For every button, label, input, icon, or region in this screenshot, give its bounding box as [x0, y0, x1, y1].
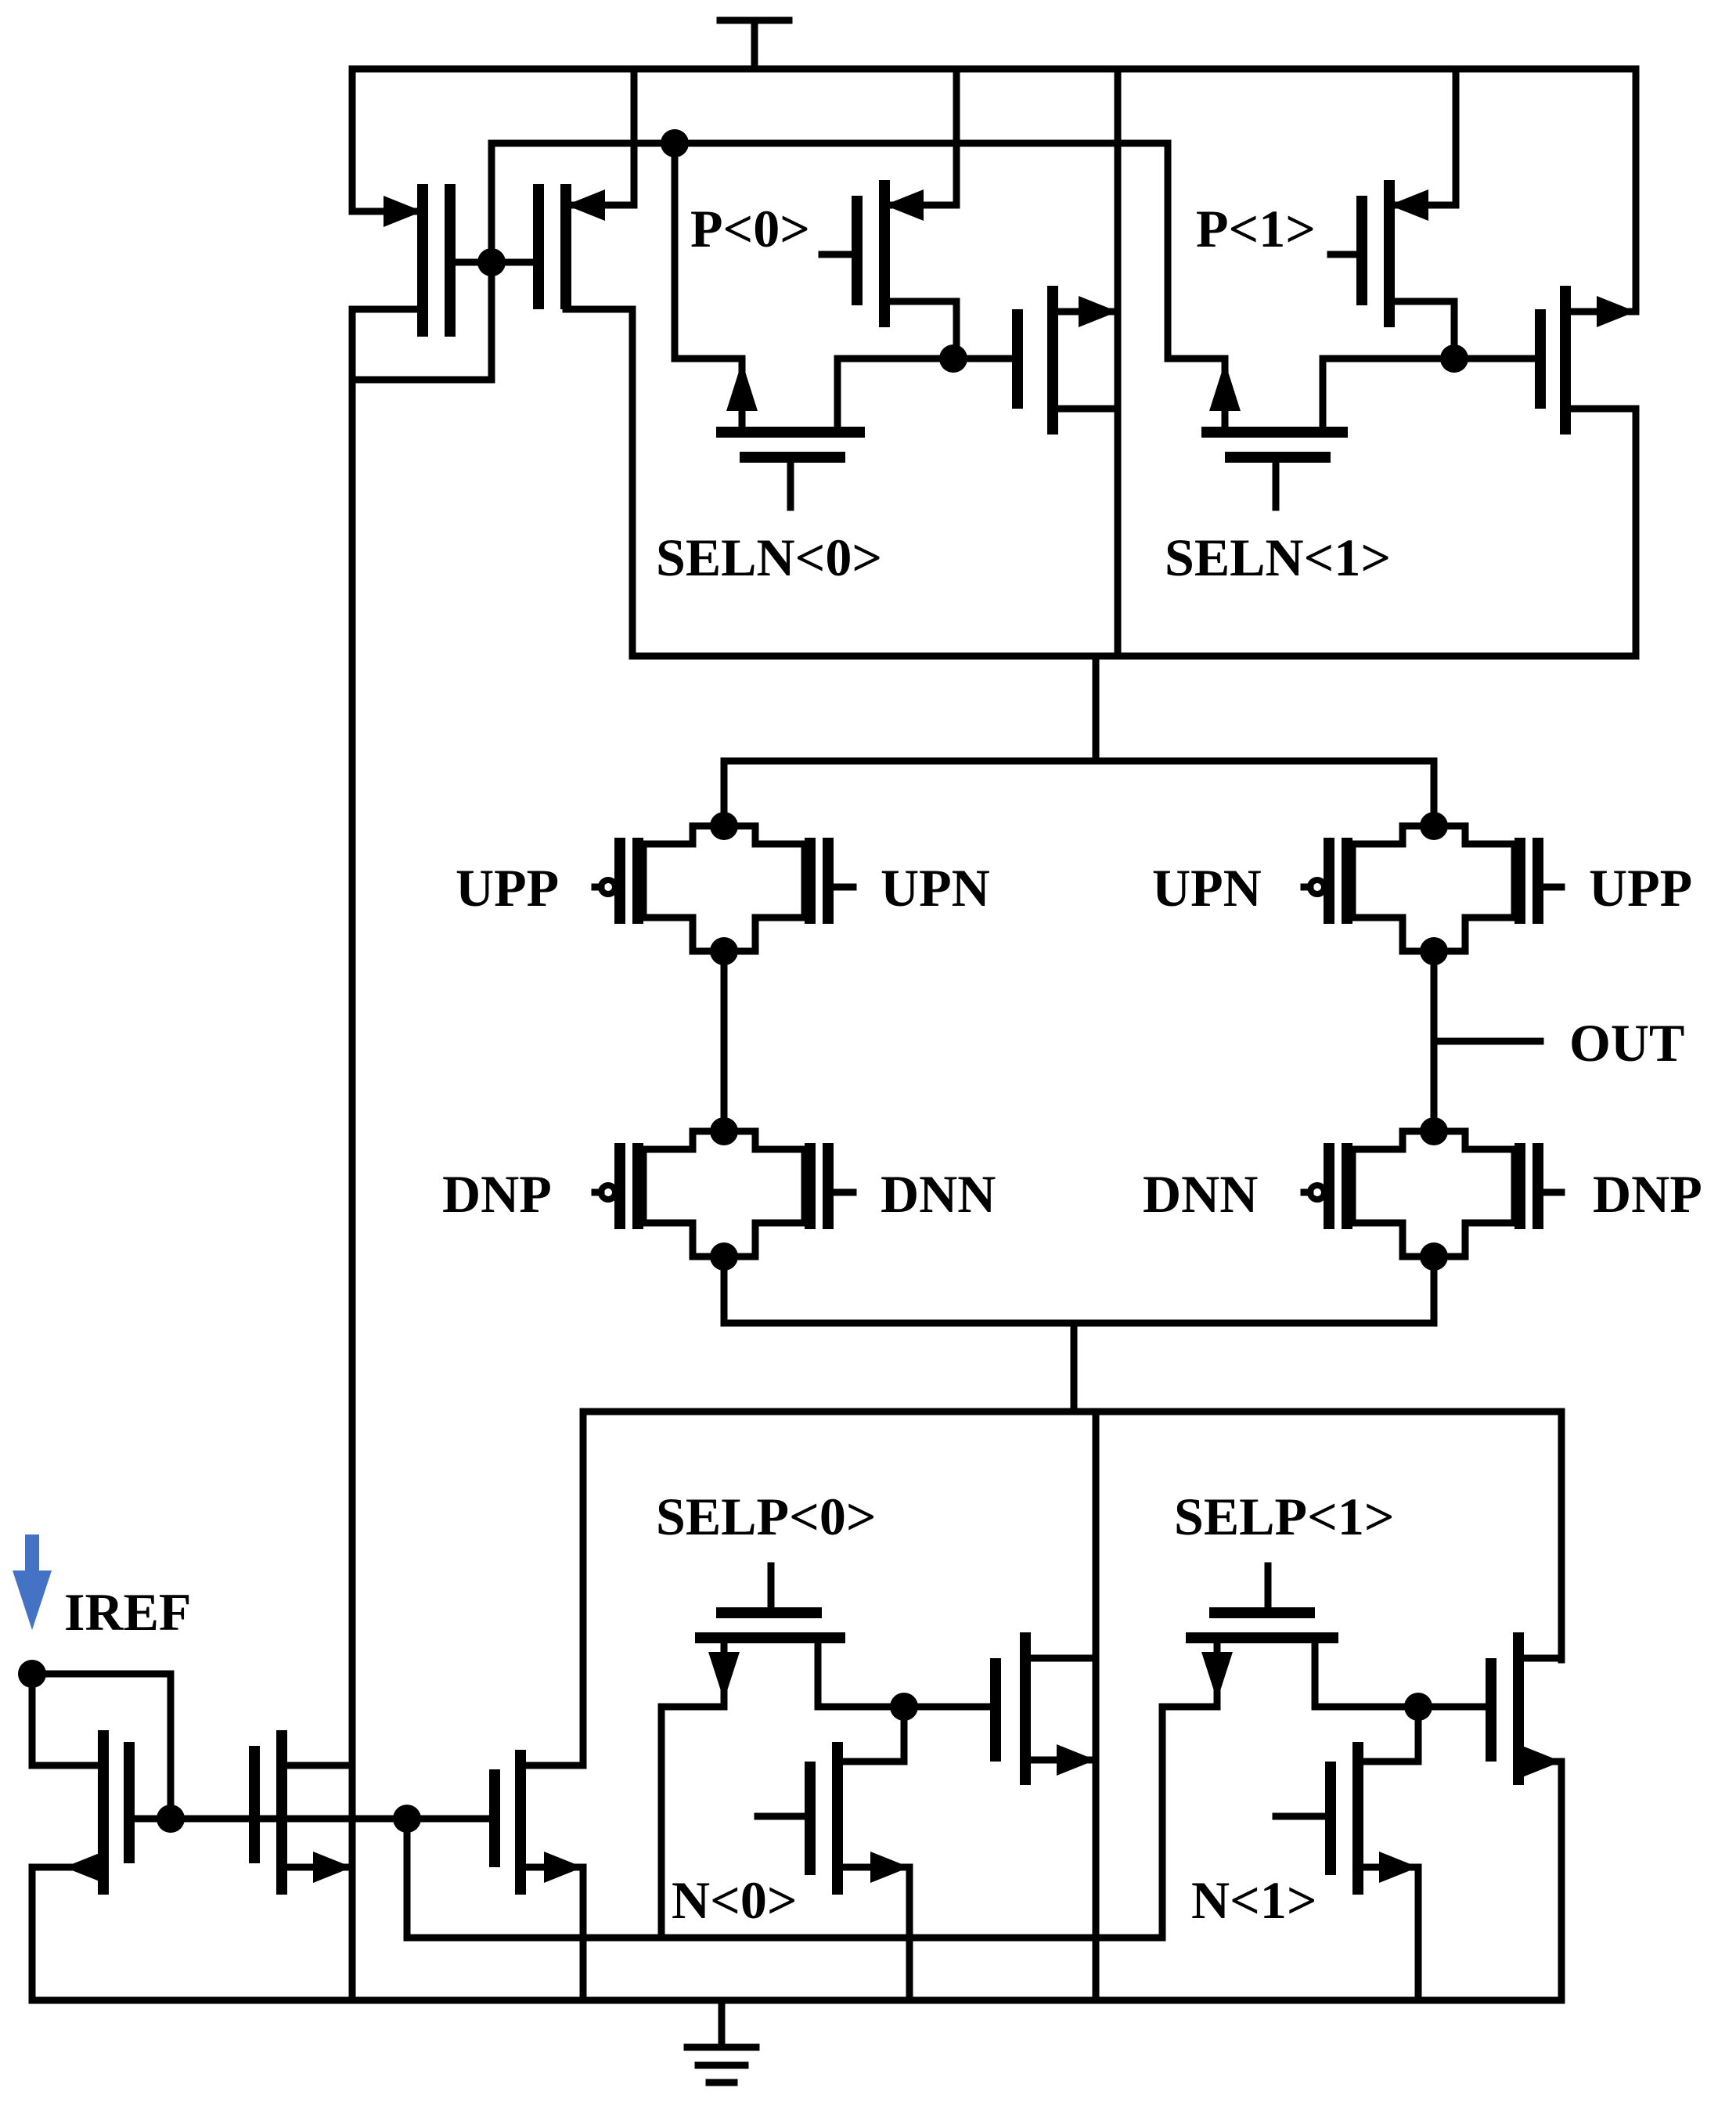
- pmos-mirror-right: [488, 65, 638, 660]
- n1-label: N<1>: [1191, 1870, 1317, 1930]
- pmos-mirror-left: [348, 65, 495, 2004]
- tg-link-wires: OUT: [720, 947, 1684, 1135]
- seln1-switch: SELN<1>: [1164, 139, 1544, 587]
- seln0-label: SELN<0>: [656, 528, 882, 587]
- pmos-arrow-icon: [1597, 296, 1636, 327]
- upn-left-label: UPN: [881, 858, 990, 918]
- top-output-bus: [628, 65, 1640, 765]
- n0-nmos: N<0>: [672, 1703, 913, 2004]
- iref-label: IREF: [64, 1582, 191, 1642]
- pmos-arrow-icon: [708, 1652, 740, 1700]
- dnn-left-label: DNN: [881, 1164, 996, 1224]
- out-pmos-0: [1012, 65, 1122, 660]
- nmos-arrow-icon: [544, 1852, 583, 1883]
- dnp-left-label: DNP: [442, 1164, 552, 1224]
- p0-pmos: P<0>: [690, 65, 960, 362]
- nmos-mirror-2: [393, 1408, 1166, 2004]
- p1-label: P<1>: [1196, 199, 1316, 258]
- tg-dn-left: DNP DNN: [442, 1117, 996, 1271]
- ground-symbol: [683, 1996, 760, 2086]
- nmos-diode: [28, 1730, 411, 2004]
- seln0-switch: SELN<0>: [656, 139, 1021, 587]
- nmos-arrow-icon: [1379, 1852, 1418, 1883]
- upp-right-label: UPP: [1589, 858, 1692, 918]
- upp-left-label: UPP: [456, 858, 559, 918]
- bottom-output-bus: [579, 1253, 1565, 2004]
- nmos-mirror-1: [249, 1730, 356, 2004]
- pmos-arrow-icon: [884, 189, 924, 221]
- seln1-label: SELN<1>: [1165, 528, 1391, 587]
- tg-up-right: UPN UPP: [1152, 757, 1692, 965]
- selp1-switch: SELP<1>: [1158, 1487, 1491, 1942]
- p1-pmos: P<1>: [1196, 65, 1460, 362]
- pmos-arrow-icon: [1389, 189, 1428, 221]
- p0-label: P<0>: [690, 199, 810, 258]
- upn-right-label: UPN: [1152, 858, 1262, 918]
- iref-source: IREF: [13, 1534, 191, 1823]
- current-arrow-icon: [25, 1534, 39, 1572]
- selp0-switch: SELP<0>: [656, 1487, 999, 1942]
- dnn-right-label: DNN: [1143, 1164, 1258, 1224]
- nmos-arrow-icon: [870, 1852, 909, 1883]
- n0-label: N<0>: [672, 1870, 798, 1930]
- nmos-arrow-icon: [1057, 1744, 1096, 1776]
- nmos-arrow-icon: [313, 1852, 352, 1883]
- selp0-label: SELP<0>: [656, 1487, 877, 1546]
- vdd-symbol: [716, 16, 793, 73]
- nmos-arrow-icon: [1522, 1746, 1561, 1777]
- out-nmos-1: [1486, 1632, 1565, 2004]
- nmos-arrow-icon: [726, 362, 758, 411]
- out-nmos-0: [990, 1632, 1100, 1785]
- tg-dn-right: DNN DNP: [1143, 1117, 1702, 1271]
- pmos-arrow-icon: [1079, 296, 1118, 327]
- out-label: OUT: [1569, 1013, 1684, 1073]
- pmos-arrow-icon: [1201, 1652, 1233, 1700]
- tg-up-left: UPP UPN: [456, 757, 990, 965]
- out-pmos-1: [1535, 65, 1640, 660]
- dnp-right-label: DNP: [1593, 1164, 1702, 1224]
- nmos-arrow-icon: [1209, 362, 1241, 411]
- pmos-arrow-icon: [384, 196, 423, 227]
- pmos-arrow-icon: [566, 189, 605, 221]
- n1-nmos: N<1>: [1191, 1703, 1422, 2004]
- nmos-arrow-icon: [64, 1852, 103, 1883]
- selp1-label: SELP<1>: [1174, 1487, 1395, 1546]
